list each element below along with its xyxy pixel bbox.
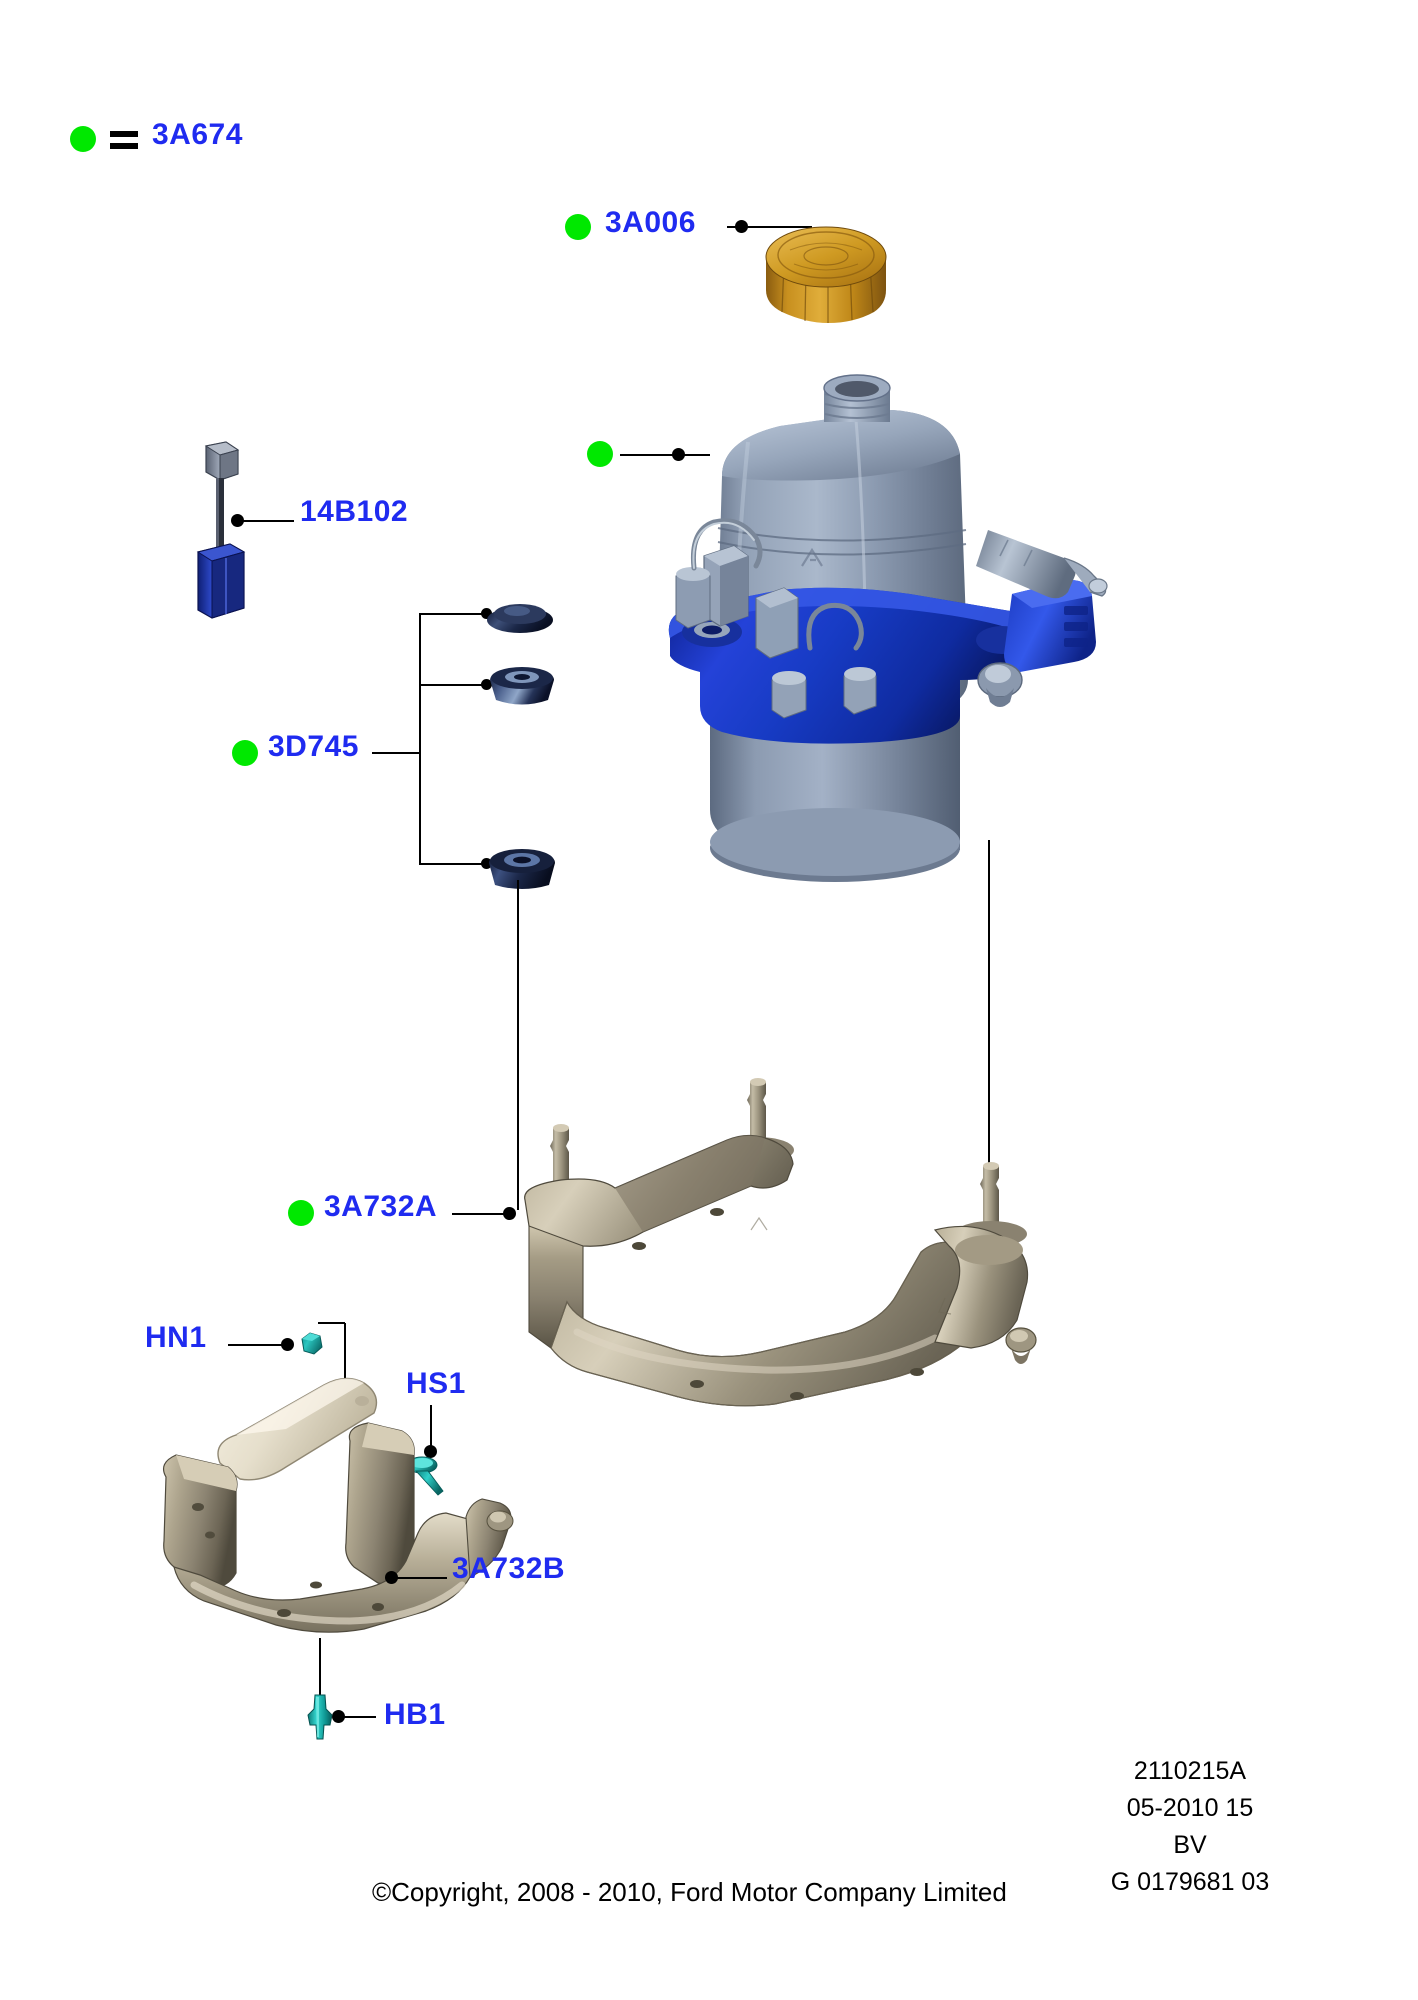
leader-dot-3a732a: [503, 1207, 516, 1220]
footer-code: BV: [1173, 1831, 1207, 1859]
leader-line-3a732a: [452, 1213, 508, 1215]
callout-3a732a-label: 3A732A: [324, 1190, 438, 1223]
leader-line-3d745-branch-mid: [419, 684, 487, 686]
leader-dot-hn1: [281, 1338, 294, 1351]
callout-14b102-label: 14B102: [300, 495, 409, 528]
lower-mounting-bracket-part: [140, 1345, 560, 1675]
power-steering-pump-assembly: [660, 374, 1180, 940]
leader-line-assembly-to-bracket-right: [988, 840, 990, 1260]
leader-line-3a732b: [395, 1577, 447, 1579]
leader-line-14b102: [238, 520, 294, 522]
upper-mounting-bracket-part: [465, 1078, 1075, 1480]
callout-hn1-label: HN1: [145, 1321, 207, 1354]
legend-part-number: 3A674: [152, 118, 243, 151]
leader-dot-3a732b: [385, 1571, 398, 1584]
leader-dot-3a006: [735, 220, 748, 233]
bushing-lower-part: [484, 845, 560, 893]
leader-line-bushing-to-bracket: [517, 880, 519, 1210]
leader-dot-hs1: [424, 1445, 437, 1458]
leader-dot-3d745-top: [481, 608, 492, 619]
leader-dot-14b102: [231, 514, 244, 527]
leader-line-3d745-spine: [419, 614, 421, 864]
leader-line-3a006: [727, 226, 812, 228]
legend-equals-icon: [110, 128, 138, 152]
leader-line-hs1: [430, 1405, 432, 1450]
leader-line-3d745-branch-top: [419, 613, 487, 615]
leader-dot-3d745-bottom: [481, 858, 492, 869]
legend-green-dot: [70, 126, 96, 152]
leader-line-3d745-stem: [372, 752, 420, 754]
leader-line-hb1: [342, 1716, 376, 1718]
leader-line-hn1-bracket-top: [318, 1322, 345, 1324]
leader-line-3d745-branch-bottom: [419, 863, 487, 865]
callout-hb1-label: HB1: [384, 1698, 446, 1731]
leader-dot-3d745-mid: [481, 679, 492, 690]
leader-line-hb1-to-bracket: [319, 1638, 321, 1700]
bushing-middle-part: [486, 664, 558, 710]
bushing-upper-part: [486, 600, 556, 636]
leader-line-hn1-bracket-vert: [344, 1323, 346, 1415]
callout-hs1-label: HS1: [406, 1367, 466, 1400]
leader-line-reservoir: [620, 454, 710, 456]
reservoir-cap-part: [760, 220, 890, 325]
leader-line-hn1: [228, 1344, 286, 1346]
callout-3d745-green-dot: [232, 740, 258, 766]
callout-3a006-green-dot: [565, 214, 591, 240]
callout-reservoir-green-dot: [587, 441, 613, 467]
footer-date-revision: 05-2010 15: [1126, 1794, 1254, 1822]
callout-3a006-label: 3A006: [605, 206, 696, 239]
callout-3d745-label: 3D745: [268, 730, 359, 763]
fluid-level-sensor-part: [190, 440, 280, 620]
leader-dot-hb1: [332, 1710, 345, 1723]
leader-dot-reservoir: [672, 448, 685, 461]
footer-reference: G 0179681 03: [1110, 1868, 1270, 1896]
callout-3a732b-label: 3A732B: [452, 1552, 566, 1585]
hb1-bolt-part: [306, 1693, 336, 1743]
hn1-nut-part: [296, 1330, 326, 1358]
callout-3a732a-green-dot: [288, 1200, 314, 1226]
footer-drawing-number: 2110215A: [1133, 1757, 1247, 1785]
copyright-notice: ©Copyright, 2008 - 2010, Ford Motor Comp…: [372, 1877, 1007, 1907]
